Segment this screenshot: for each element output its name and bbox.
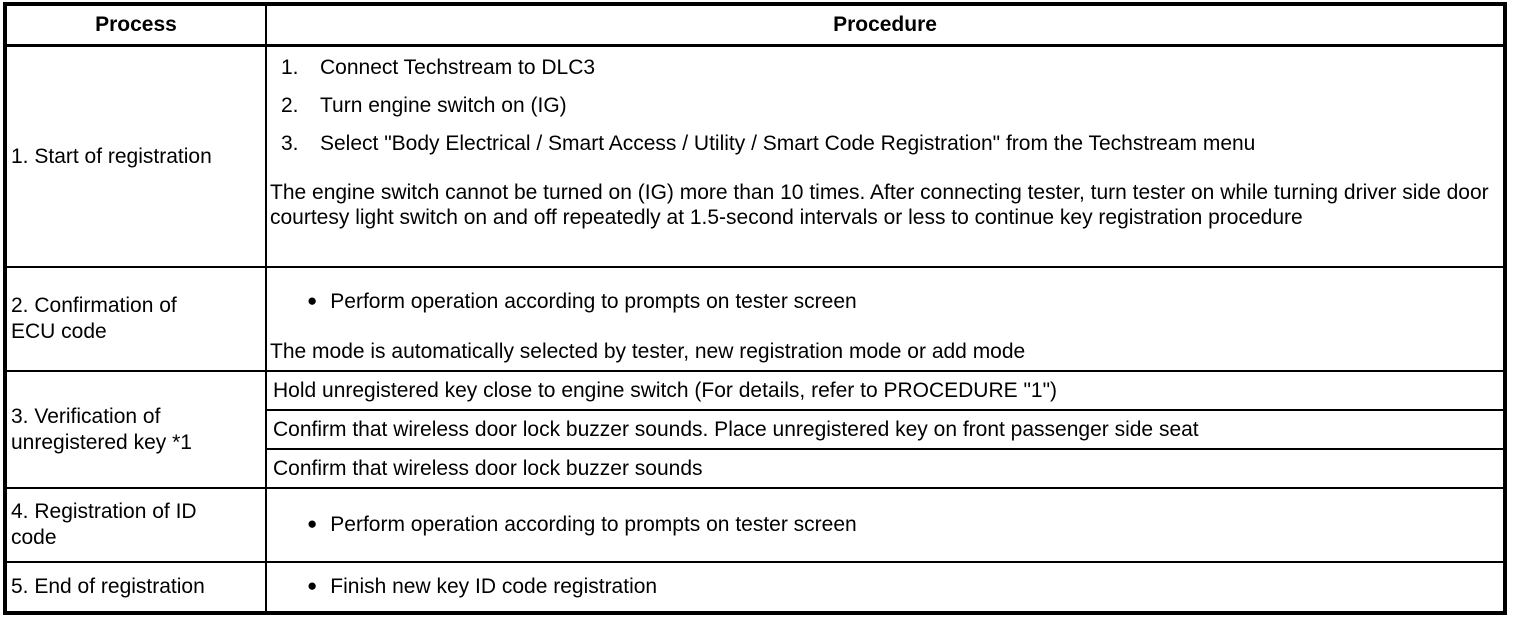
note-mode-selection: The mode is automatically selected by te… (270, 340, 1026, 363)
procedure-cell-registration-of-id-code: ● Perform operation according to prompts… (267, 489, 1503, 563)
procedure-cell-start-of-registration: 1. Connect Techstream to DLC3 2. Turn en… (267, 47, 1503, 268)
process-cell-confirmation-of-ecu-code: 2. Confirmation of ECU code (7, 268, 267, 372)
header-procedure: Procedure (267, 6, 1503, 47)
procedure-subrow-hold-key: Hold unregistered key close to engine sw… (267, 372, 1503, 411)
bullet-text: Finish new key ID code registration (330, 575, 658, 598)
process-cell-end-of-registration: 5. End of registration (7, 563, 267, 611)
bullet-icon: ● (307, 514, 318, 533)
step-item-2: 2. Turn engine switch on (IG) (267, 87, 1503, 125)
step-text: Turn engine switch on (IG) (320, 94, 567, 117)
step-item-1: 1. Connect Techstream to DLC3 (267, 49, 1503, 87)
step-number: 1. (281, 56, 299, 79)
bullet-text: Perform operation according to prompts o… (330, 513, 857, 536)
step-text: Connect Techstream to DLC3 (320, 56, 596, 79)
bullet-item: ● Finish new key ID code registration (267, 575, 657, 599)
process-cell-start-of-registration: 1. Start of registration (7, 47, 267, 268)
note-engine-switch-limit: The engine switch cannot be turned on (I… (270, 181, 1489, 229)
process-cell-registration-of-id-code: 4. Registration of ID code (7, 489, 267, 563)
bullet-icon: ● (307, 576, 318, 595)
procedure-cell-confirmation-of-ecu-code: ● Perform operation according to prompts… (267, 268, 1503, 372)
step-list: 1. Connect Techstream to DLC3 2. Turn en… (267, 49, 1503, 163)
step-number: 2. (281, 94, 299, 117)
procedure-cell-end-of-registration: ● Finish new key ID code registration (267, 563, 1503, 611)
bullet-icon: ● (307, 291, 318, 310)
bullet-item: ● Perform operation according to prompts… (267, 513, 857, 537)
step-item-3: 3. Select "Body Electrical / Smart Acces… (267, 125, 1503, 163)
step-number: 3. (281, 132, 299, 155)
step-text: Select "Body Electrical / Smart Access /… (320, 132, 1256, 155)
procedure-subrow-buzzer-sounds: Confirm that wireless door lock buzzer s… (267, 450, 1503, 489)
process-cell-verification-of-unregistered-key: 3. Verification of unregistered key *1 (7, 372, 267, 489)
bullet-text: Perform operation according to prompts o… (330, 290, 857, 313)
procedure-table: Process Procedure 1. Start of registrati… (3, 2, 1507, 615)
header-process: Process (7, 6, 267, 47)
bullet-item: ● Perform operation according to prompts… (267, 290, 1503, 314)
procedure-subrow-buzzer-place-key: Confirm that wireless door lock buzzer s… (267, 411, 1503, 450)
